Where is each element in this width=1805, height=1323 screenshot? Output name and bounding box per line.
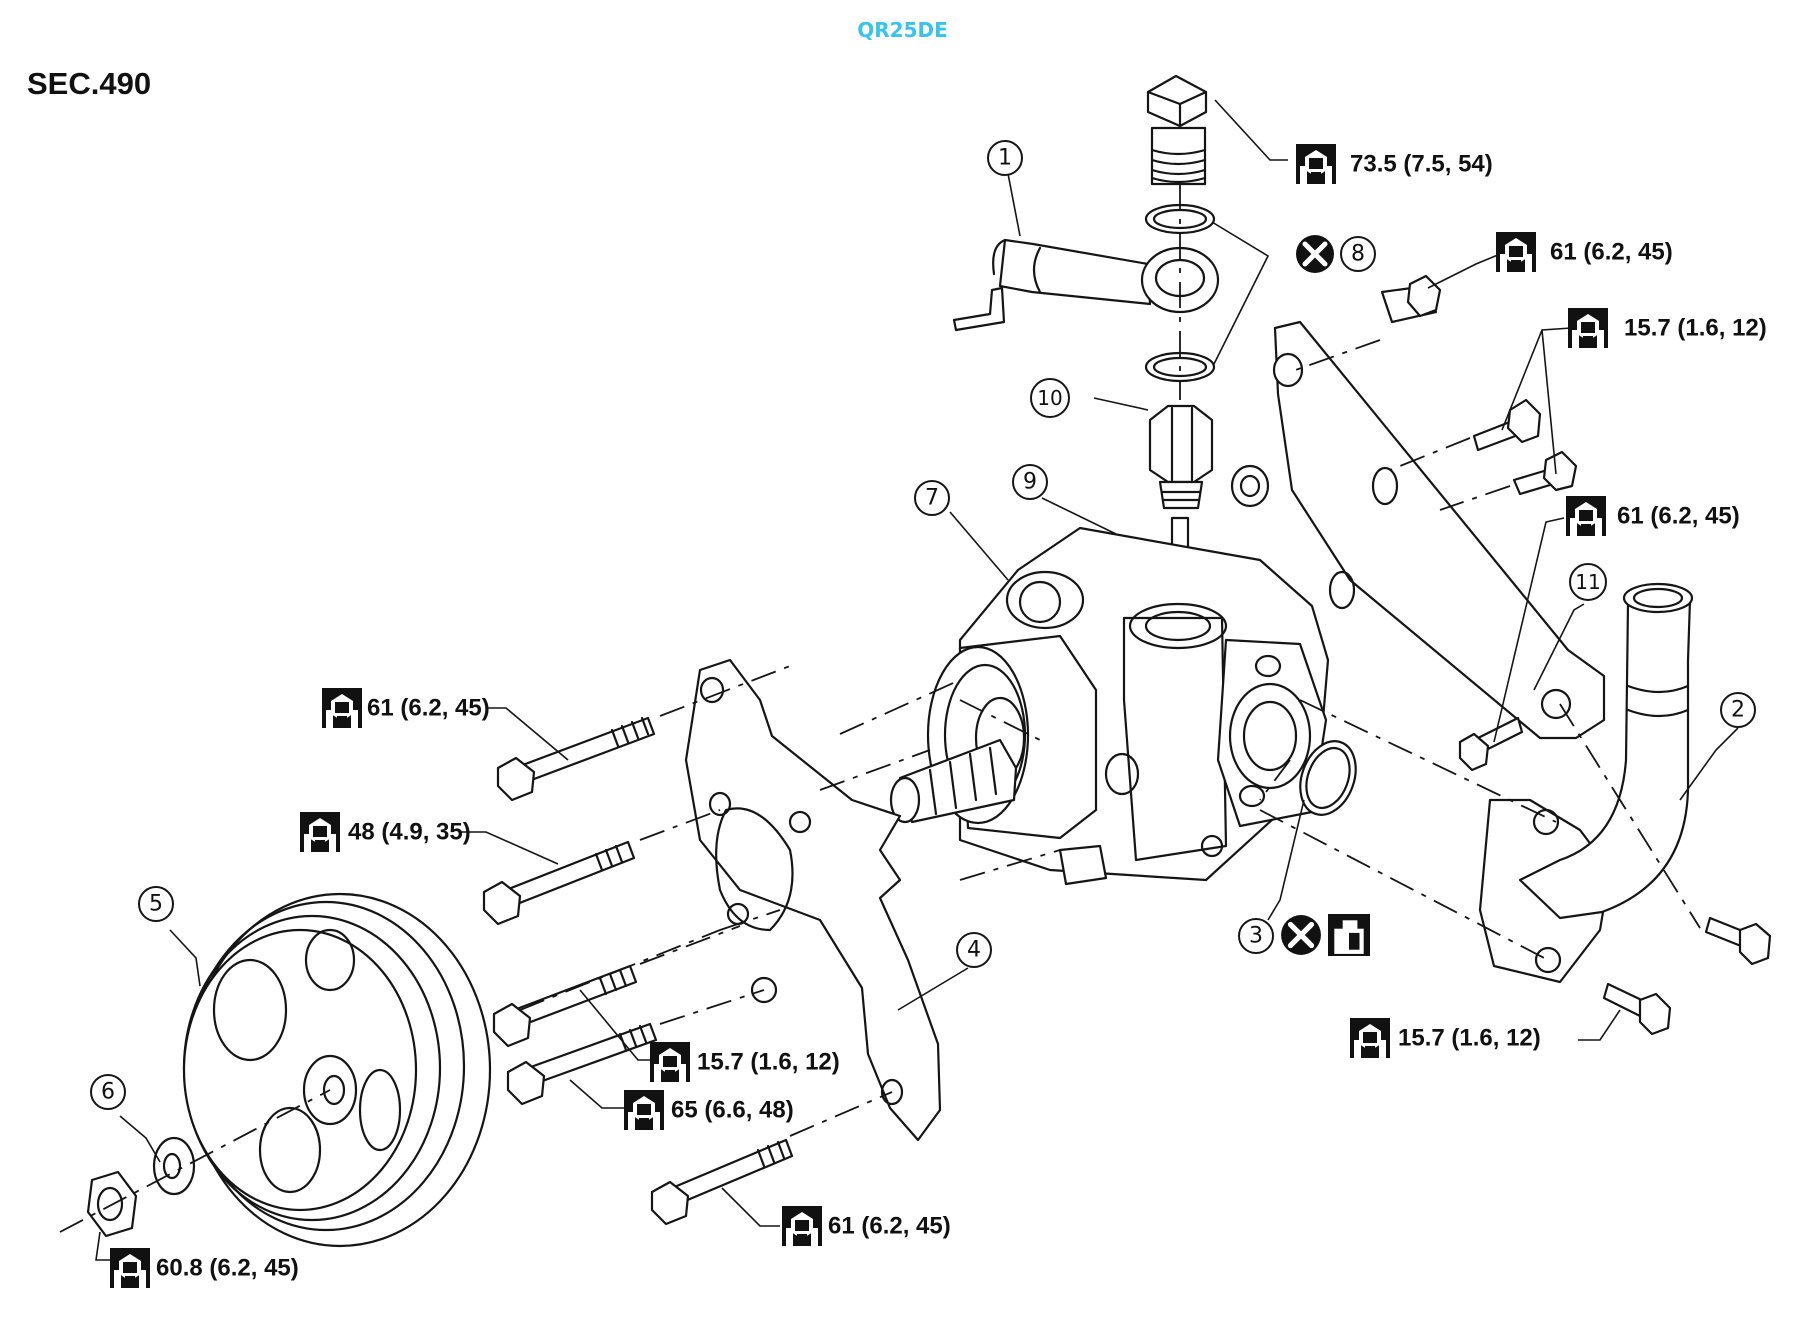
svg-text:15.7 (1.6, 12): 15.7 (1.6, 12) (1624, 315, 1767, 342)
callout-6: 6 (90, 1074, 126, 1110)
torque-wrench-icon (300, 812, 340, 852)
fluid-apply-icon (1328, 914, 1370, 956)
bolt-bracket-mid2 (1512, 450, 1578, 496)
svg-text:61 (6.2, 45): 61 (6.2, 45) (1550, 239, 1673, 266)
svg-text:7: 7 (925, 486, 939, 511)
torque-wrench-icon (322, 688, 362, 728)
mounting-bolts (482, 274, 1772, 1226)
torque-label-pulley-nut: 60.8 (6.2, 45) (110, 1248, 299, 1288)
svg-text:73.5 (7.5, 54): 73.5 (7.5, 54) (1350, 151, 1493, 178)
svg-text:61 (6.2, 45): 61 (6.2, 45) (367, 695, 490, 722)
torque-wrench-icon (1350, 1018, 1390, 1058)
svg-text:61 (6.2, 45): 61 (6.2, 45) (1617, 503, 1740, 530)
flow-control-connector (1148, 404, 1270, 510)
engine-code-title: QR25DE (857, 18, 948, 42)
svg-text:5: 5 (149, 892, 163, 917)
svg-text:2: 2 (1731, 698, 1745, 723)
bolt-bracket-mid1 (1472, 398, 1542, 452)
suction-pipe (1478, 582, 1694, 984)
bolt-front-1 (496, 716, 656, 802)
svg-text:1: 1 (998, 146, 1012, 171)
torque-wrench-icon (1566, 496, 1606, 536)
torque-wrench-icon (1568, 308, 1608, 348)
section-label: SEC.490 (27, 66, 152, 101)
bolt-bracket-lower (1458, 716, 1524, 772)
svg-text:61 (6.2, 45): 61 (6.2, 45) (828, 1213, 951, 1240)
bolt-front-4 (506, 1022, 658, 1106)
callout-1: 1 (987, 140, 1023, 176)
torque-label-front-lower: 15.7 (1.6, 12) (650, 1042, 840, 1082)
callout-5: 5 (138, 886, 174, 922)
torque-label-pipe: 15.7 (1.6, 12) (1350, 1018, 1541, 1058)
bolt-front-2 (482, 840, 636, 926)
torque-wrench-icon (1296, 144, 1336, 184)
svg-text:3: 3 (1249, 924, 1263, 949)
torque-wrench-icon (624, 1090, 664, 1130)
callout-10: 10 (1030, 378, 1070, 418)
do-not-reuse-icon (1296, 235, 1334, 273)
bolt-bracket-upper (1380, 274, 1442, 324)
svg-text:9: 9 (1023, 470, 1037, 495)
torque-label-bottom-bolt: 61 (6.2, 45) (782, 1206, 951, 1246)
torque-wrench-icon (1496, 232, 1536, 272)
torque-label-union-bolt: 73.5 (7.5, 54) (1296, 144, 1493, 184)
svg-text:6: 6 (101, 1080, 115, 1105)
torque-label-bracket-top: 61 (6.2, 45) (1496, 232, 1673, 272)
svg-text:8: 8 (1351, 242, 1365, 267)
torque-label-front-bottom: 65 (6.6, 48) (624, 1090, 794, 1130)
do-not-reuse-icon (1281, 915, 1321, 955)
pump-pulley (182, 892, 492, 1248)
callout-7: 7 (914, 480, 950, 516)
callout-2: 2 (1720, 692, 1756, 728)
svg-text:4: 4 (967, 938, 981, 963)
svg-text:48 (4.9, 35): 48 (4.9, 35) (348, 819, 471, 846)
power-steering-pump-body (889, 526, 1330, 886)
bolt-front-3 (492, 964, 638, 1048)
alignment-lines (59, 184, 1701, 1233)
svg-text:11: 11 (1575, 570, 1600, 594)
callout-8: 8 (1296, 235, 1376, 273)
callout-3: 3 (1238, 918, 1274, 954)
svg-text:10: 10 (1037, 386, 1062, 410)
pump-o-ring (1299, 740, 1357, 816)
pulley-washer (152, 1136, 196, 1196)
torque-wrench-icon (110, 1248, 150, 1288)
callout-4: 4 (956, 932, 992, 968)
callout-9: 9 (1012, 464, 1048, 500)
bolt-pipe-right (1704, 916, 1772, 966)
svg-text:15.7 (1.6, 12): 15.7 (1.6, 12) (1398, 1025, 1541, 1052)
pump-bracket (1272, 320, 1606, 740)
torque-label-front-top: 61 (6.2, 45) (322, 688, 490, 728)
torque-label-bracket-right: 15.7 (1.6, 12) (1568, 308, 1767, 348)
eye-joint-hose (952, 238, 1220, 332)
torque-label-bracket-lower: 61 (6.2, 45) (1566, 496, 1740, 536)
torque-label-front-mid: 48 (4.9, 35) (300, 812, 471, 852)
torque-wrench-icon (782, 1206, 822, 1246)
union-bolt (1146, 74, 1208, 186)
svg-text:60.8 (6.2, 45): 60.8 (6.2, 45) (156, 1255, 299, 1282)
svg-text:65 (6.6, 48): 65 (6.6, 48) (671, 1097, 794, 1124)
callout-11: 11 (1569, 563, 1607, 601)
torque-wrench-icon (650, 1042, 690, 1082)
bolt-pipe-lower (1602, 982, 1672, 1036)
bolt-bottom (650, 1138, 794, 1226)
svg-text:15.7 (1.6, 12): 15.7 (1.6, 12) (697, 1049, 840, 1076)
